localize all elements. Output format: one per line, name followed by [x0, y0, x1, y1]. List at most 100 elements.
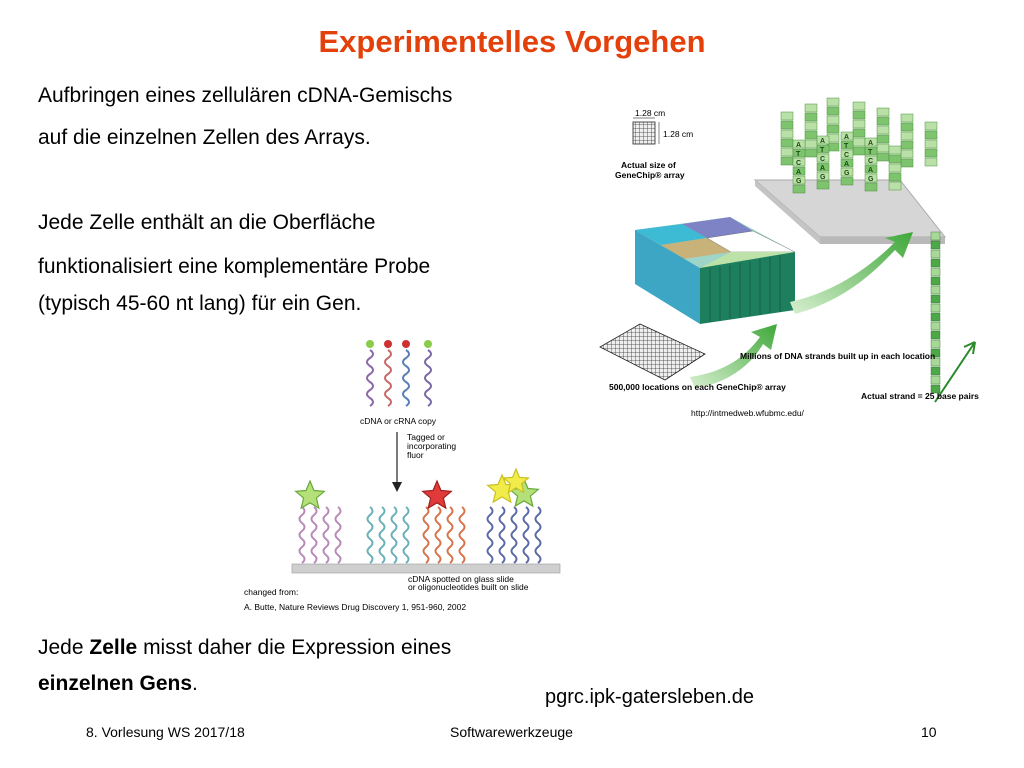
- strand-segment: [876, 134, 890, 144]
- strand-segment: [924, 157, 938, 167]
- fluor-dot: [402, 340, 410, 348]
- strand-segment: [888, 181, 902, 191]
- spotted-label-2: or oligonucleotides built on slide: [408, 582, 529, 592]
- strand-segment: [864, 155, 878, 165]
- strand-segment: [852, 128, 866, 138]
- strand-segment: [930, 285, 941, 295]
- changed-from-label: changed from:: [244, 587, 298, 597]
- strand-segment: [930, 321, 941, 331]
- dna-strand: [322, 506, 330, 564]
- strand-segment: [826, 124, 840, 134]
- strand-segment: [930, 294, 941, 304]
- base-letter: A: [820, 138, 825, 145]
- strand-segment: [930, 366, 941, 376]
- para1-line1: Aufbringen eines zellulären cDNA-Gemisch…: [38, 84, 453, 107]
- footer-page-number: 10: [921, 724, 937, 740]
- strand-segment: [780, 147, 794, 157]
- strand-segment: [900, 140, 914, 150]
- strand-segment: [876, 116, 890, 126]
- hybridization-figure: cDNA or cRNA copy Tagged or incorporatin…: [240, 332, 570, 617]
- dna-strand: [378, 506, 386, 564]
- single-dna-strand: [930, 231, 941, 394]
- base-letter: G: [868, 176, 874, 183]
- dna-strand: [498, 506, 506, 564]
- strand-segment: [852, 146, 866, 156]
- para2-line1: Jede Zelle enthält an die Oberfläche: [38, 211, 376, 234]
- strand-segment: [804, 130, 818, 140]
- actual-strand-label: Actual strand = 25 base pairs: [861, 391, 979, 401]
- strand-segment: [852, 101, 866, 111]
- fluor-dot: [366, 340, 374, 348]
- strand-segment: [840, 176, 854, 186]
- strand-segment: [888, 145, 902, 155]
- strand-segment: [792, 166, 806, 176]
- para3-post: misst daher die Expression eines: [137, 636, 452, 659]
- tagged-label-3: fluor: [407, 450, 424, 460]
- glass-slide: [291, 563, 561, 574]
- dna-strand: [510, 506, 518, 564]
- strand-segment: [780, 111, 794, 121]
- strand-segment: [930, 303, 941, 313]
- fluor-dot: [424, 340, 432, 348]
- spotted-strands: [298, 506, 542, 564]
- base-letter: T: [796, 151, 801, 158]
- copy-label: cDNA or cRNA copy: [360, 416, 437, 426]
- wafer-grid: [599, 323, 706, 381]
- strand-segment: [780, 129, 794, 139]
- strand-segment: [888, 163, 902, 173]
- strand-segment: [804, 103, 818, 113]
- strand-segment: [852, 110, 866, 120]
- strand-segment: [792, 148, 806, 158]
- para3-end: .: [192, 672, 198, 695]
- strand-segment: [930, 312, 941, 322]
- strand-segment: [876, 107, 890, 117]
- strand-segment: [888, 154, 902, 164]
- dim-label-2: 1.28 cm: [663, 129, 693, 139]
- source-url: http://intmedweb.wfubmc.edu/: [691, 408, 805, 418]
- strand-segment: [900, 158, 914, 168]
- actual-size-label-2: GeneChip® array: [615, 170, 685, 180]
- strand-segment: [840, 140, 854, 150]
- strand-segment: [840, 158, 854, 168]
- para3-line2: einzelnen Gens.: [38, 672, 198, 696]
- strand-segment: [780, 120, 794, 130]
- strand-segment: [930, 276, 941, 286]
- base-letter: C: [820, 156, 825, 163]
- footer-course: Softwarewerkzeuge: [450, 724, 573, 740]
- base-letter: A: [820, 165, 825, 172]
- strand-segment: [924, 139, 938, 149]
- strand-segment: [930, 384, 941, 394]
- strand-segment: [804, 148, 818, 158]
- base-letter: G: [844, 170, 850, 177]
- strand-segment: [816, 162, 830, 172]
- strand-segment: [900, 149, 914, 159]
- base-letter: T: [844, 143, 849, 150]
- strand-segment: [900, 131, 914, 141]
- arrow-lower: [690, 324, 777, 388]
- dna-strand: [390, 506, 398, 564]
- dna-strand: [522, 506, 530, 564]
- strand-segment: [852, 119, 866, 129]
- strand-segment: [804, 139, 818, 149]
- strand-segment: [924, 148, 938, 158]
- strand-segment: [840, 131, 854, 141]
- strand-segment: [930, 339, 941, 349]
- strand-segment: [876, 152, 890, 162]
- dim-label-1: 1.28 cm: [635, 108, 665, 118]
- fluor-star: [294, 479, 326, 510]
- strand-segment: [930, 249, 941, 259]
- locations-label: 500,000 locations on each GeneChip® arra…: [609, 382, 786, 392]
- dna-strand: [334, 506, 342, 564]
- dna-strand: [366, 349, 374, 407]
- dna-strand: [402, 506, 410, 564]
- dna-strand: [424, 349, 432, 407]
- para2-line3: (typisch 45-60 nt lang) für ein Gen.: [38, 292, 362, 315]
- strand-segment: [826, 97, 840, 107]
- dna-strand: [486, 506, 494, 564]
- strand-segment: [792, 157, 806, 167]
- base-letter: T: [820, 147, 825, 154]
- base-letter: A: [796, 142, 801, 149]
- para3-bold-gens: einzelnen Gens: [38, 672, 193, 695]
- dna-strand: [310, 506, 318, 564]
